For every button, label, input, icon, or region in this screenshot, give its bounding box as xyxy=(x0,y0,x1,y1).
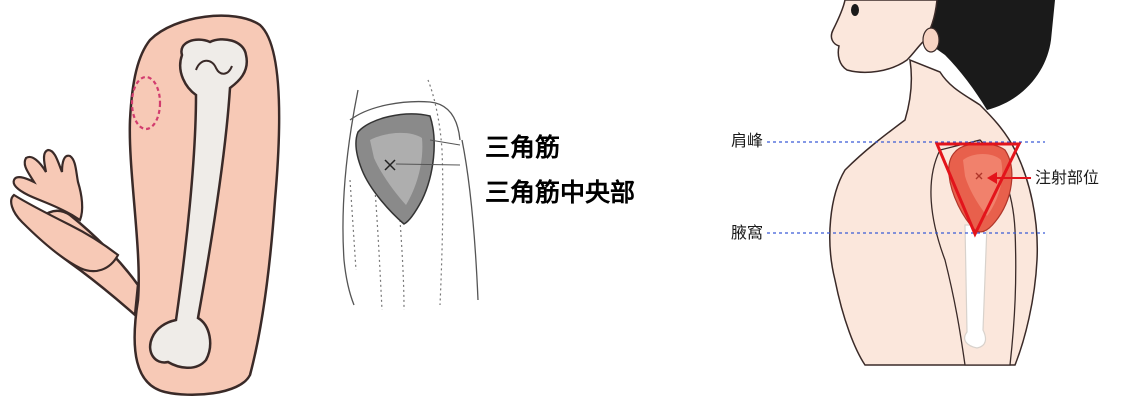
deltoid-center-mark xyxy=(384,159,396,171)
child-illustration: 肩峰 腋窩 注射部位 xyxy=(725,0,1121,398)
hand-lower xyxy=(10,193,120,273)
arm-outline-right xyxy=(461,139,479,301)
label-deltoid-center: 三角筋中央部 xyxy=(485,178,636,207)
label-axilla: 腋窩 xyxy=(731,223,764,242)
back-outline xyxy=(427,79,444,306)
humerus-bone xyxy=(148,38,249,369)
arm-drawing xyxy=(10,14,281,397)
leader-line-center xyxy=(395,163,461,166)
child-hair xyxy=(845,0,1055,110)
deltoid-illustration: 三角筋 三角筋中央部 xyxy=(330,0,660,398)
arm-dotted-outline-2 xyxy=(399,219,405,311)
deltoid-drawing xyxy=(342,79,479,311)
hand xyxy=(12,148,84,222)
injection-center-mark xyxy=(975,172,983,180)
arm-illustration xyxy=(0,0,285,398)
torso-outline xyxy=(342,89,359,306)
injection-arrow-head xyxy=(987,172,997,184)
child-eye xyxy=(851,4,859,16)
label-deltoid-muscle: 三角筋 xyxy=(485,133,561,162)
arm-dotted-outline-1 xyxy=(374,189,383,311)
child-ear xyxy=(922,27,940,53)
deltoid-shading xyxy=(370,132,423,205)
injection-triangle xyxy=(934,142,1022,238)
child-humerus xyxy=(964,224,988,349)
child-face xyxy=(830,0,938,74)
leader-line-muscle xyxy=(429,139,461,146)
arm-dotted-outline-3 xyxy=(349,179,357,271)
child-drawing xyxy=(767,0,1055,366)
label-acromion: 肩峰 xyxy=(731,131,764,150)
humerus-head-curve xyxy=(195,59,233,75)
label-injection-site: 注射部位 xyxy=(1035,168,1100,187)
shoulder-outline xyxy=(349,100,461,141)
injection-site-dashed-circle xyxy=(130,75,162,131)
